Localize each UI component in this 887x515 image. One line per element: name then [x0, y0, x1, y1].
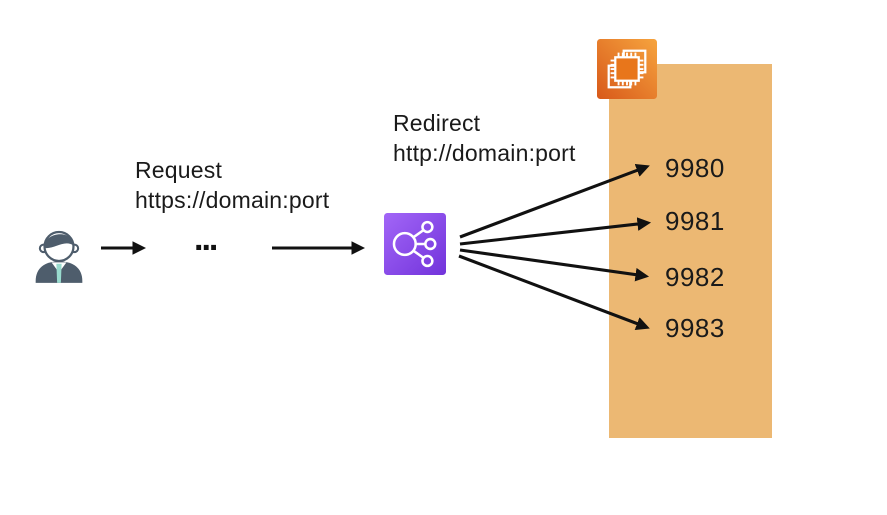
- redirect-annotation-line2: http://domain:port: [393, 140, 576, 166]
- instance-group-box: [609, 64, 772, 438]
- person-tie: [56, 263, 62, 283]
- port-label-9981: 9981: [665, 206, 725, 236]
- load-balancer-glyph: [392, 220, 437, 268]
- ec2-glyph: [607, 49, 647, 89]
- businessperson-icon: [35, 230, 83, 283]
- load-balancer-icon: [384, 213, 446, 275]
- port-label-9982: 9982: [665, 262, 725, 292]
- request-annotation-line2: https://domain:port: [135, 187, 330, 213]
- person-hair: [44, 234, 75, 249]
- request-annotation-line1: Request: [135, 157, 223, 183]
- port-label-9980: 9980: [665, 153, 725, 183]
- redirect-annotation-line1: Redirect: [393, 110, 481, 136]
- redirect-annotation: Redirect http://domain:port: [393, 108, 576, 168]
- ec2-instances-icon: [597, 39, 657, 99]
- request-annotation: Request https://domain:port: [135, 155, 329, 215]
- port-label-9983: 9983: [665, 313, 725, 343]
- intermediate-hops-ellipsis: ...: [194, 220, 218, 258]
